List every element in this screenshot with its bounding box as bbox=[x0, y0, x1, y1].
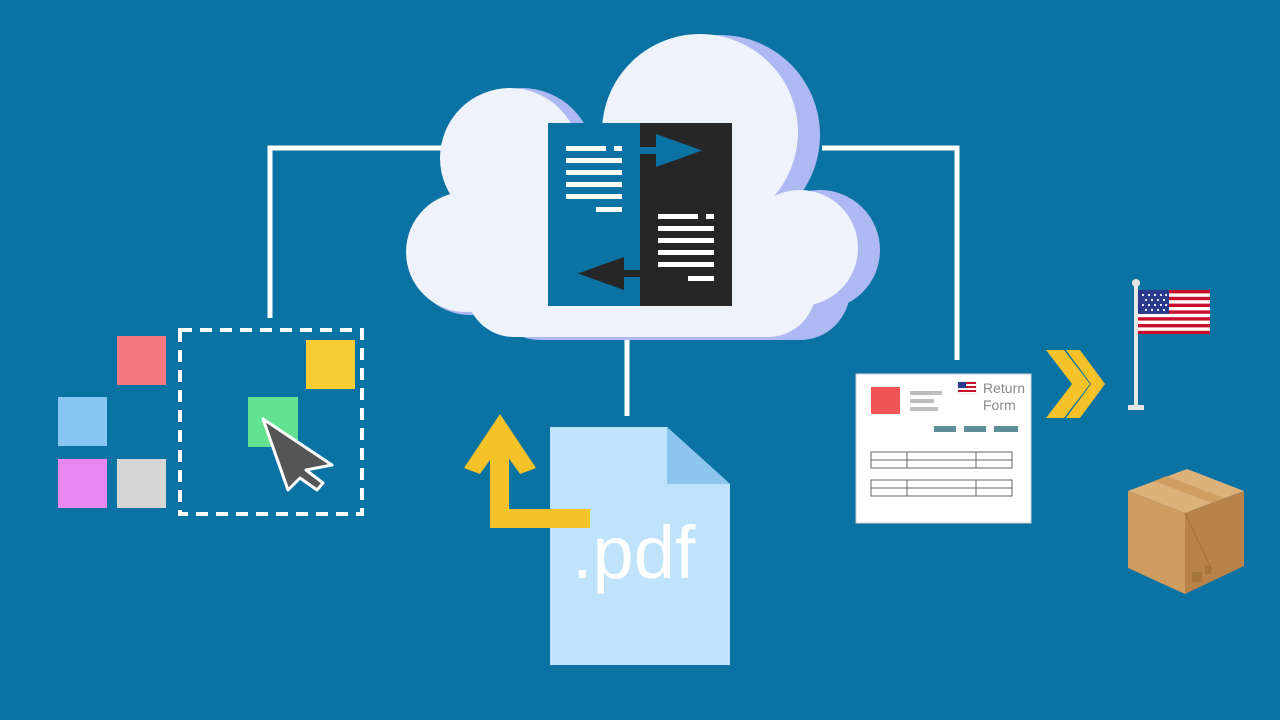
form-red-square bbox=[871, 387, 900, 414]
mouse-cursor-icon bbox=[261, 417, 334, 492]
form-flag-small-icon bbox=[957, 381, 977, 395]
document-convert-icon bbox=[548, 123, 732, 306]
connector-lines bbox=[267, 145, 960, 416]
form-table-2 bbox=[870, 479, 1013, 497]
tile-gray[interactable] bbox=[117, 459, 166, 508]
flag-pole-top bbox=[1132, 279, 1140, 287]
box-side bbox=[1185, 491, 1244, 594]
doc-left-lines bbox=[566, 146, 622, 212]
package-box-icon bbox=[1128, 469, 1244, 594]
box-marks bbox=[1192, 566, 1211, 582]
flag-cloth bbox=[1138, 290, 1210, 334]
tile-purple[interactable] bbox=[58, 459, 107, 508]
form-title-line1: Return bbox=[983, 380, 1025, 396]
arrow-right-icon bbox=[640, 134, 702, 167]
pdf-file-body bbox=[550, 427, 730, 665]
connector-right bbox=[822, 145, 960, 360]
selection-box bbox=[178, 328, 364, 516]
form-title-line2: Form bbox=[983, 397, 1016, 413]
tile-palette bbox=[58, 336, 166, 508]
box-front bbox=[1128, 491, 1185, 594]
box-edge bbox=[1184, 512, 1213, 571]
tile-blue[interactable] bbox=[58, 397, 107, 446]
return-form-icon: Return Form bbox=[855, 373, 1032, 524]
flag-pole bbox=[1134, 284, 1138, 408]
arrow-left-icon bbox=[578, 257, 640, 290]
connector-left bbox=[267, 145, 470, 318]
form-text-lines bbox=[910, 391, 942, 411]
us-flag-icon bbox=[1128, 279, 1210, 410]
box-tape bbox=[1154, 476, 1224, 503]
form-table-1 bbox=[870, 451, 1013, 469]
flag-pole-base bbox=[1128, 405, 1144, 410]
form-dashes bbox=[934, 426, 1018, 432]
pdf-file-fold bbox=[667, 427, 730, 484]
pdf-label: .pdf bbox=[572, 511, 696, 594]
pdf-file-icon: .pdf bbox=[550, 427, 730, 665]
tile-red[interactable] bbox=[117, 336, 166, 385]
doc-right-lines bbox=[658, 214, 714, 281]
upload-arrow-icon bbox=[464, 414, 590, 528]
double-chevron-right-icon bbox=[1046, 350, 1105, 418]
tile-yellow[interactable] bbox=[306, 340, 355, 389]
